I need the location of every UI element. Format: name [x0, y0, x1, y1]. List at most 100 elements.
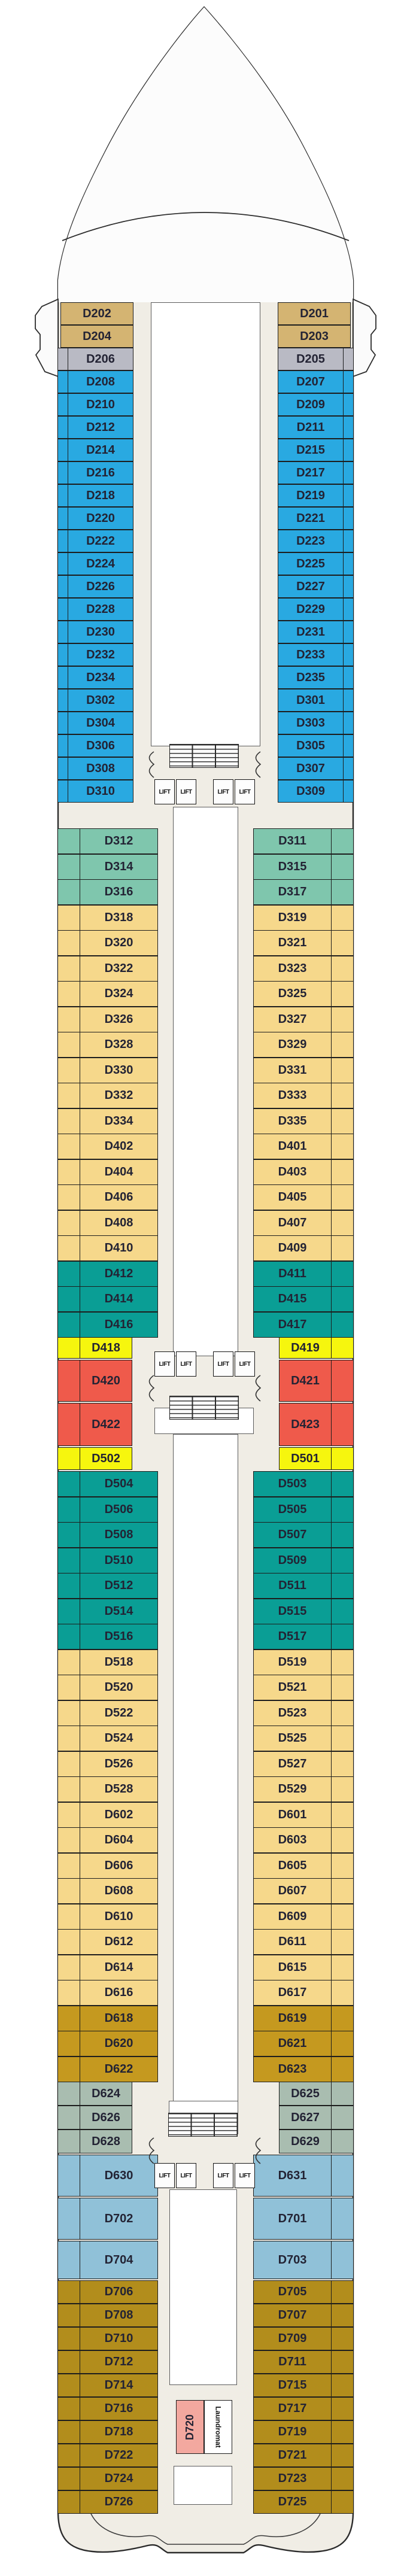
cabin-D715[interactable]: D715 [253, 2374, 354, 2397]
cabin-D415[interactable]: D415 [253, 1286, 354, 1312]
cabin-D511[interactable]: D511 [253, 1573, 354, 1599]
cabin-D326[interactable]: D326 [57, 1007, 158, 1032]
cabin-D708[interactable]: D708 [57, 2304, 158, 2327]
cabin-D311[interactable]: D311 [253, 828, 354, 854]
cabin-D718[interactable]: D718 [57, 2420, 158, 2444]
cabin-D614[interactable]: D614 [57, 1955, 158, 1980]
cabin-D234[interactable]: D234 [57, 666, 133, 689]
cabin-D622[interactable]: D622 [57, 2056, 158, 2082]
cabin-D507[interactable]: D507 [253, 1522, 354, 1548]
cabin-D719[interactable]: D719 [253, 2420, 354, 2444]
cabin-D403[interactable]: D403 [253, 1159, 354, 1185]
cabin-D407[interactable]: D407 [253, 1210, 354, 1236]
cabin-D602[interactable]: D602 [57, 1802, 158, 1828]
cabin-D324[interactable]: D324 [57, 981, 158, 1007]
cabin-D605[interactable]: D605 [253, 1853, 354, 1879]
cabin-D420[interactable]: D420 [57, 1360, 132, 1402]
cabin-D402[interactable]: D402 [57, 1134, 158, 1159]
cabin-D302[interactable]: D302 [57, 689, 133, 712]
cabin-D526[interactable]: D526 [57, 1751, 158, 1777]
cabin-D224[interactable]: D224 [57, 552, 133, 575]
cabin-D517[interactable]: D517 [253, 1624, 354, 1650]
cabin-D623[interactable]: D623 [253, 2056, 354, 2082]
cabin-D631[interactable]: D631 [253, 2155, 354, 2197]
cabin-D307[interactable]: D307 [278, 757, 354, 780]
cabin-D304[interactable]: D304 [57, 712, 133, 734]
cabin-D514[interactable]: D514 [57, 1599, 158, 1624]
cabin-D601[interactable]: D601 [253, 1802, 354, 1828]
cabin-D235[interactable]: D235 [278, 666, 354, 689]
cabin-D516[interactable]: D516 [57, 1624, 158, 1650]
cabin-D318[interactable]: D318 [57, 905, 158, 931]
cabin-D332[interactable]: D332 [57, 1083, 158, 1108]
cabin-D207[interactable]: D207 [278, 370, 354, 393]
cabin-D228[interactable]: D228 [57, 598, 133, 621]
cabin-D409[interactable]: D409 [253, 1235, 354, 1261]
cabin-D322[interactable]: D322 [57, 956, 158, 982]
cabin-D504[interactable]: D504 [57, 1471, 158, 1497]
cabin-D334[interactable]: D334 [57, 1108, 158, 1134]
cabin-D327[interactable]: D327 [253, 1007, 354, 1032]
cabin-D505[interactable]: D505 [253, 1497, 354, 1523]
cabin-D227[interactable]: D227 [278, 575, 354, 598]
cabin-D408[interactable]: D408 [57, 1210, 158, 1236]
cabin-D229[interactable]: D229 [278, 598, 354, 621]
cabin-D724[interactable]: D724 [57, 2467, 158, 2490]
cabin-D204[interactable]: D204 [60, 325, 133, 348]
cabin-D616[interactable]: D616 [57, 1980, 158, 2006]
cabin-D701[interactable]: D701 [253, 2198, 354, 2240]
cabin-D704[interactable]: D704 [57, 2241, 158, 2279]
cabin-D222[interactable]: D222 [57, 530, 133, 552]
cabin-D610[interactable]: D610 [57, 1904, 158, 1930]
cabin-D303[interactable]: D303 [278, 712, 354, 734]
cabin-D335[interactable]: D335 [253, 1108, 354, 1134]
cabin-D230[interactable]: D230 [57, 621, 133, 643]
cabin-D523[interactable]: D523 [253, 1700, 354, 1726]
cabin-D329[interactable]: D329 [253, 1032, 354, 1058]
cabin-D205[interactable]: D205 [278, 348, 354, 370]
cabin-D519[interactable]: D519 [253, 1650, 354, 1675]
cabin-D417[interactable]: D417 [253, 1312, 354, 1338]
cabin-D611[interactable]: D611 [253, 1929, 354, 1955]
cabin-D508[interactable]: D508 [57, 1522, 158, 1548]
cabin-D306[interactable]: D306 [57, 734, 133, 757]
cabin-D619[interactable]: D619 [253, 2006, 354, 2031]
cabin-D502[interactable]: D502 [57, 1447, 132, 1470]
cabin-D211[interactable]: D211 [278, 416, 354, 439]
cabin-D628[interactable]: D628 [57, 2130, 132, 2153]
cabin-D317[interactable]: D317 [253, 879, 354, 905]
cabin-D725[interactable]: D725 [253, 2490, 354, 2514]
cabin-D525[interactable]: D525 [253, 1726, 354, 1751]
cabin-D226[interactable]: D226 [57, 575, 133, 598]
cabin-D210[interactable]: D210 [57, 393, 133, 416]
cabin-D405[interactable]: D405 [253, 1184, 354, 1210]
cabin-D328[interactable]: D328 [57, 1032, 158, 1058]
cabin-D721[interactable]: D721 [253, 2444, 354, 2467]
cabin-D629[interactable]: D629 [279, 2130, 354, 2153]
cabin-D223[interactable]: D223 [278, 530, 354, 552]
cabin-D412[interactable]: D412 [57, 1261, 158, 1287]
cabin-D711[interactable]: D711 [253, 2350, 354, 2374]
cabin-D319[interactable]: D319 [253, 905, 354, 931]
cabin-D201[interactable]: D201 [278, 302, 351, 325]
cabin-D709[interactable]: D709 [253, 2327, 354, 2350]
cabin-D609[interactable]: D609 [253, 1904, 354, 1930]
cabin-D225[interactable]: D225 [278, 552, 354, 575]
cabin-D314[interactable]: D314 [57, 854, 158, 880]
cabin-D510[interactable]: D510 [57, 1548, 158, 1573]
cabin-D702[interactable]: D702 [57, 2198, 158, 2240]
cabin-D706[interactable]: D706 [57, 2280, 158, 2304]
cabin-D308[interactable]: D308 [57, 757, 133, 780]
cabin-D703[interactable]: D703 [253, 2241, 354, 2279]
cabin-D418[interactable]: D418 [57, 1337, 132, 1359]
cabin-D231[interactable]: D231 [278, 621, 354, 643]
cabin-D608[interactable]: D608 [57, 1878, 158, 1904]
cabin-D416[interactable]: D416 [57, 1312, 158, 1338]
cabin-D607[interactable]: D607 [253, 1878, 354, 1904]
cabin-D716[interactable]: D716 [57, 2397, 158, 2420]
cabin-D217[interactable]: D217 [278, 461, 354, 484]
cabin-D218[interactable]: D218 [57, 484, 133, 507]
cabin-D422[interactable]: D422 [57, 1403, 132, 1446]
cabin-D606[interactable]: D606 [57, 1853, 158, 1879]
cabin-D710[interactable]: D710 [57, 2327, 158, 2350]
